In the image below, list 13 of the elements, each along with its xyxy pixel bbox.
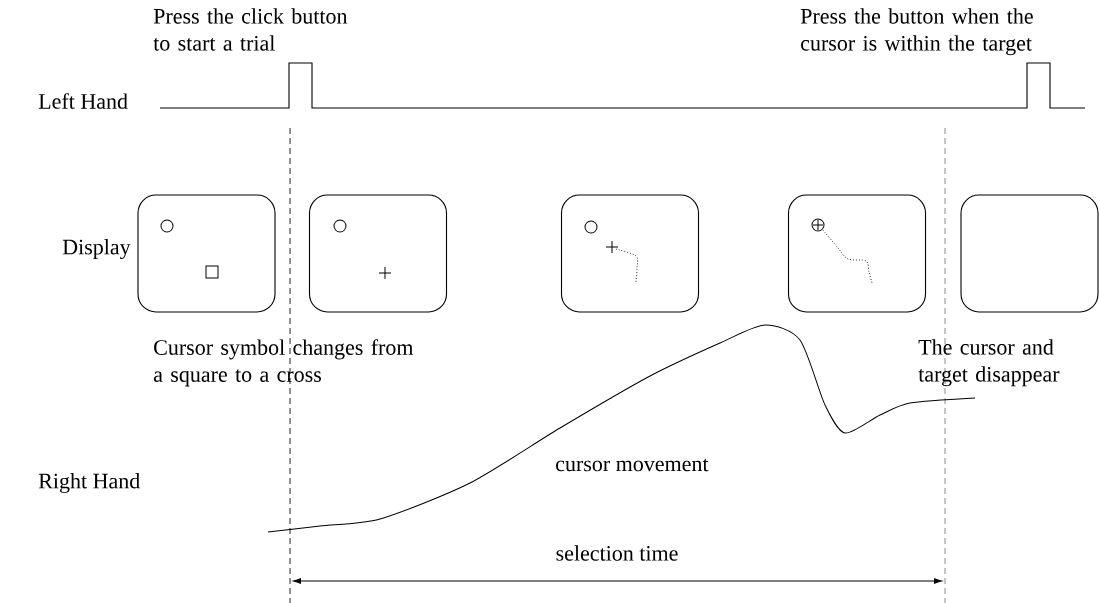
display-screen — [137, 194, 276, 313]
dimension-label: selection time — [556, 545, 678, 561]
display-screen — [308, 194, 448, 313]
display-screen — [787, 194, 927, 313]
curve-label: cursor movement — [556, 458, 709, 472]
annotation-text: Press the button when the cursor is within the target — [800, 8, 1033, 56]
display-screen — [560, 194, 700, 313]
row-label: Right Hand — [38, 473, 140, 493]
annotation-text: The cursor and target disappear — [918, 339, 1060, 387]
annotation-text: Press the click button to start a trial — [153, 8, 348, 51]
display-screen — [960, 194, 1099, 313]
row-label: Left Hand — [38, 93, 128, 109]
annotation-text: Cursor symbol changes from a square to a cross — [153, 339, 414, 387]
